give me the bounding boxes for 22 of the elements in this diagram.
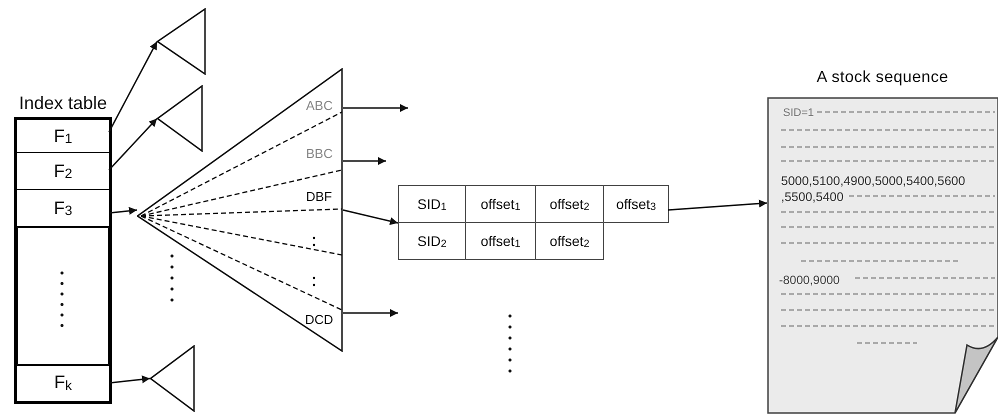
arrow [108, 375, 150, 384]
key-label: ABC [306, 98, 333, 113]
sequence-text: -8000,9000 [779, 272, 841, 289]
arrow [343, 309, 398, 317]
table-heading: Index table [18, 92, 108, 115]
arrow [108, 206, 138, 215]
key-label: DBF [306, 189, 332, 204]
arrow [342, 209, 398, 226]
arrow [668, 200, 768, 211]
key-label: DCD [305, 312, 334, 327]
table-cell: SID$_{1}$ [398, 185, 466, 223]
sequence-text: 5000,5100,4900,5000,5400,5600 ,5500,5400 [781, 173, 966, 205]
table-cell: offset$_{3}$ [603, 185, 669, 223]
key-label: BBC [306, 146, 333, 161]
arrow [343, 104, 408, 112]
table-cell: SID$_{2}$ [398, 222, 466, 260]
arrow [108, 41, 158, 132]
sequence-text: SID=1 [783, 106, 815, 121]
document-heading: A stock sequence [816, 68, 950, 88]
table-cell: offset$_{2}$ [535, 222, 604, 260]
arrow [343, 157, 386, 165]
arrow [108, 118, 158, 171]
